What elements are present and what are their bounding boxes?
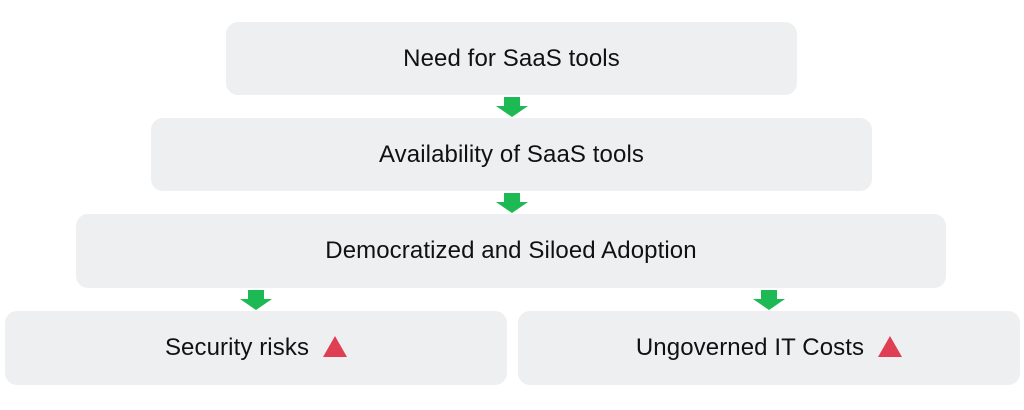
node-democratized-siloed-adoption: Democratized and Siloed Adoption — [76, 214, 946, 288]
node-need-for-saas-tools: Need for SaaS tools — [226, 22, 797, 95]
node-label: Need for SaaS tools — [403, 44, 620, 72]
node-label: Ungoverned IT Costs — [635, 334, 865, 361]
arrow-down-icon — [239, 290, 273, 310]
arrow-down-icon — [495, 97, 529, 117]
node-security-risks: Security risks — [5, 311, 507, 385]
arrow-down-icon — [495, 193, 529, 213]
node-availability-of-saas-tools: Availability of SaaS tools — [151, 118, 872, 191]
node-label: Democratized and Siloed Adoption — [325, 237, 697, 264]
node-ungoverned-it-costs: Ungoverned IT Costs — [518, 311, 1020, 385]
warning-triangle-icon — [878, 335, 903, 357]
node-label: Security risks — [164, 334, 310, 361]
arrow-down-icon — [752, 290, 786, 310]
node-label: Availability of SaaS tools — [379, 140, 644, 168]
warning-triangle-icon — [323, 335, 348, 357]
